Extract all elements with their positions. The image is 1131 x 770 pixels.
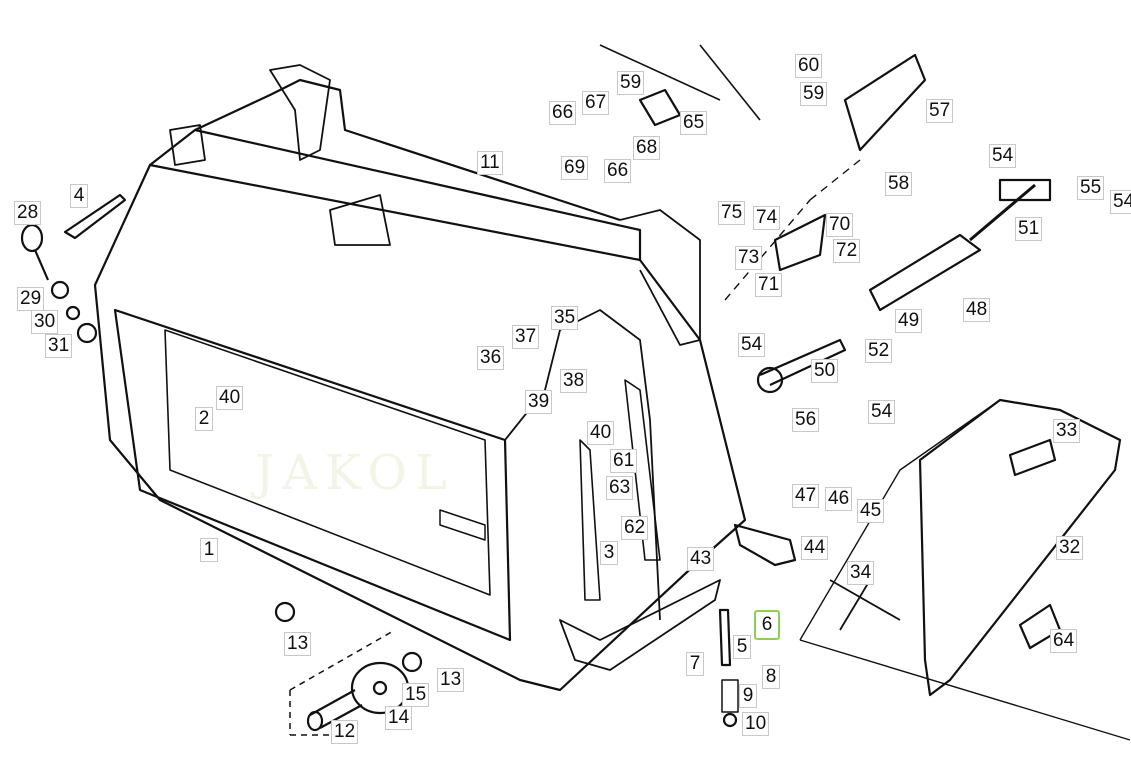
callout-label-11: 11 (477, 151, 503, 175)
callout-label-37: 37 (512, 325, 540, 349)
frame-outline (93, 163, 747, 692)
callout-label-40: 40 (587, 421, 615, 445)
callout-label-9: 9 (739, 684, 757, 708)
callout-label-67: 67 (582, 91, 610, 115)
callout-label-66: 66 (604, 159, 632, 183)
callout-label-66: 66 (549, 101, 577, 125)
callout-label-50: 50 (811, 359, 839, 383)
callout-label-52: 52 (865, 339, 893, 363)
callout-label-3: 3 (600, 541, 618, 565)
callout-label-1: 1 (200, 538, 218, 562)
callout-label-45: 45 (857, 499, 885, 523)
callout-label-7: 7 (686, 652, 704, 676)
callout-label-54: 54 (868, 400, 896, 424)
callout-label-44: 44 (801, 536, 829, 560)
callout-label-61: 61 (610, 449, 638, 473)
callout-label-57: 57 (926, 99, 954, 123)
callout-label-51: 51 (1015, 217, 1043, 241)
callout-label-62: 62 (621, 516, 649, 540)
callout-label-56: 56 (792, 408, 820, 432)
callout-label-38: 38 (560, 369, 588, 393)
callout-label-36: 36 (477, 346, 505, 370)
callout-label-5: 5 (733, 635, 751, 659)
callout-label-54: 54 (738, 333, 766, 357)
callout-label-64: 64 (1050, 629, 1078, 653)
callout-label-43: 43 (687, 547, 715, 571)
callout-label-47: 47 (792, 484, 820, 508)
callout-label-15: 15 (402, 683, 430, 707)
callout-label-65: 65 (680, 111, 708, 135)
callout-label-55: 55 (1077, 176, 1105, 200)
callout-label-59: 59 (617, 71, 645, 95)
callout-label-68: 68 (633, 136, 661, 160)
callout-label-54: 54 (989, 144, 1017, 168)
callout-label-29: 29 (17, 287, 45, 311)
callout-label-63: 63 (606, 476, 634, 500)
callout-label-14: 14 (385, 706, 413, 730)
callout-label-10: 10 (742, 712, 770, 736)
callout-label-69: 69 (561, 156, 589, 180)
callout-label-32: 32 (1056, 536, 1084, 560)
callout-label-46: 46 (825, 487, 853, 511)
callout-label-75: 75 (718, 201, 746, 225)
callout-label-13: 13 (437, 668, 465, 692)
callout-label-71: 71 (755, 273, 783, 297)
callout-label-49: 49 (895, 309, 923, 333)
callout-label-6: 6 (754, 610, 780, 640)
callout-label-2: 2 (195, 407, 213, 431)
callout-label-12: 12 (331, 720, 359, 744)
callout-label-40: 40 (216, 386, 244, 410)
callout-label-39: 39 (525, 390, 553, 414)
callout-label-30: 30 (31, 310, 59, 334)
callout-label-4: 4 (70, 184, 88, 208)
callout-label-31: 31 (45, 334, 73, 358)
callout-label-72: 72 (833, 239, 861, 263)
callout-label-35: 35 (551, 306, 579, 330)
callout-label-60: 60 (795, 54, 823, 78)
callout-label-33: 33 (1053, 419, 1081, 443)
callout-label-73: 73 (735, 246, 763, 270)
watermark-logo: JAKOL (255, 445, 455, 501)
callout-label-70: 70 (826, 213, 854, 237)
callout-label-8: 8 (762, 665, 780, 689)
callout-label-59: 59 (800, 82, 828, 106)
callout-label-34: 34 (847, 561, 875, 585)
callout-label-28: 28 (14, 201, 42, 225)
callout-label-48: 48 (963, 298, 991, 322)
callout-label-58: 58 (885, 172, 913, 196)
frame-inner-opening (113, 308, 512, 642)
callout-label-13: 13 (284, 632, 312, 656)
callout-label-74: 74 (753, 206, 781, 230)
callout-label-54: 54 (1110, 190, 1131, 214)
